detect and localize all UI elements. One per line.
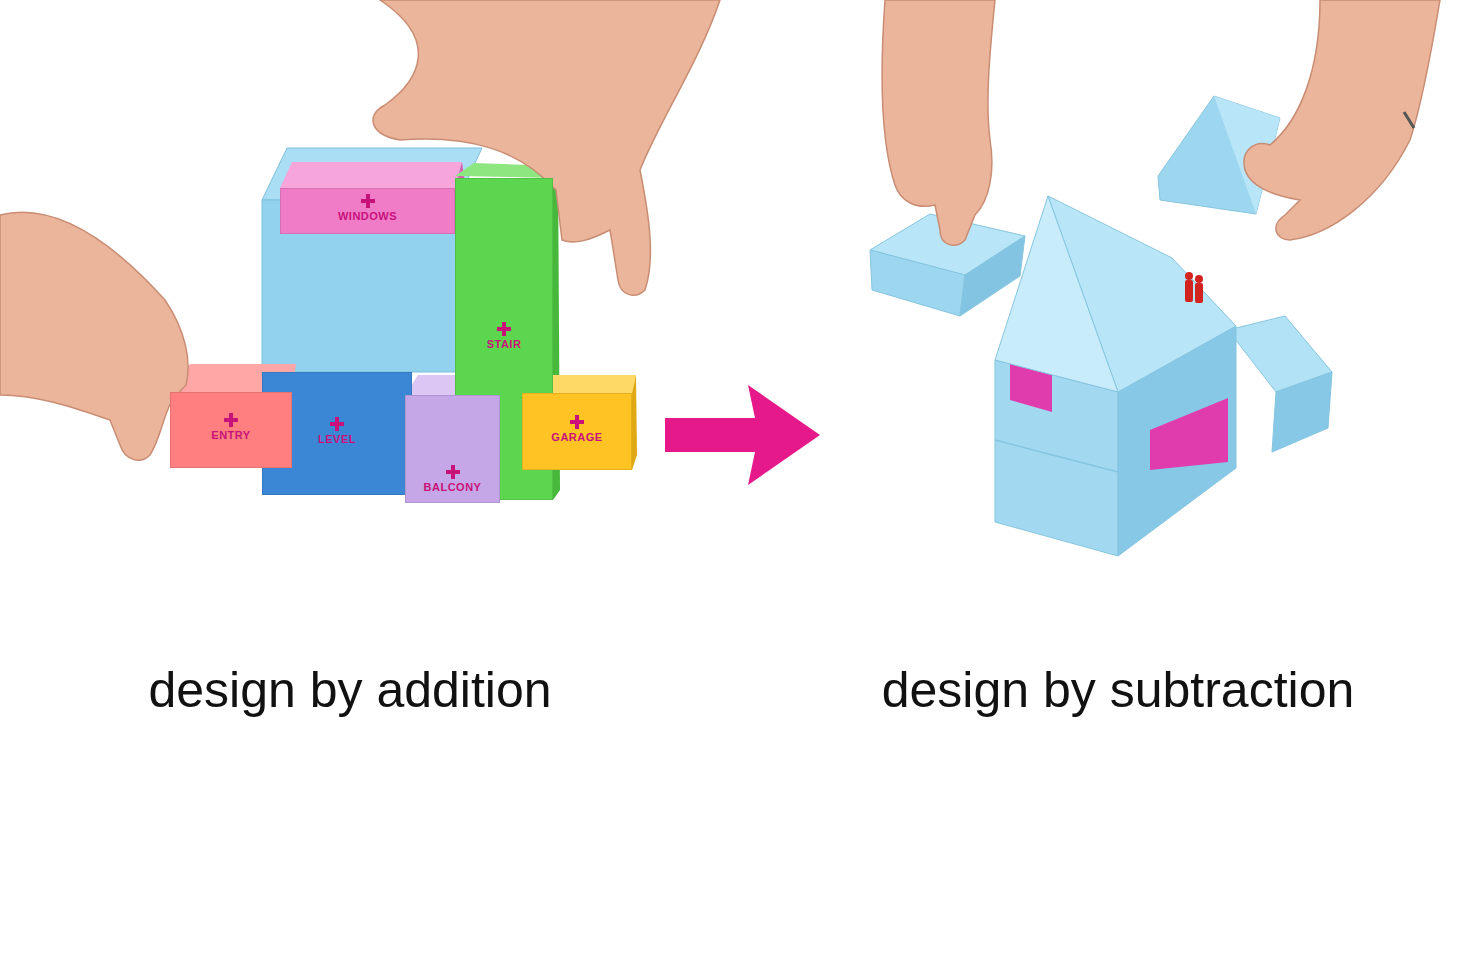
foam-block: WINDOWS: [280, 188, 455, 234]
plus-sign: [224, 413, 238, 427]
hand: [882, 0, 995, 245]
plus-sign: [570, 415, 584, 429]
lifted-block-front: [870, 250, 965, 316]
block-label: STAIR: [487, 338, 522, 351]
roof-gable: [995, 196, 1118, 392]
hand: [0, 212, 188, 460]
hand: [1244, 0, 1440, 240]
foam-block: BALCONY: [405, 395, 500, 503]
scale-figures: [1185, 272, 1203, 303]
block-label: BALCONY: [424, 481, 482, 494]
block-label: ENTRY: [211, 429, 250, 442]
lifted-block-side: [960, 236, 1025, 316]
foam-block: ENTRY: [170, 392, 292, 468]
subtraction-model: [870, 0, 1440, 556]
caption-text: design by addition: [30, 660, 670, 720]
garage-side: [632, 375, 637, 470]
transition-arrow: [665, 385, 820, 485]
plus-sign: [361, 194, 375, 208]
wedge-top: [280, 162, 462, 188]
bar-front: [1272, 372, 1332, 452]
layer-joint: [995, 440, 1118, 472]
house-left-face: [995, 360, 1118, 556]
plus-sign: [497, 322, 511, 336]
ring: [1404, 112, 1414, 128]
pink-void: [1150, 398, 1228, 470]
plus-sign: [330, 417, 344, 431]
foam-block: GARAGE: [522, 393, 632, 470]
block-label: GARAGE: [551, 431, 602, 444]
plus-sign: [446, 465, 460, 479]
addition-model: [0, 0, 720, 500]
block-label: LEVEL: [318, 433, 356, 446]
block-label: WINDOWS: [338, 210, 397, 223]
caption-text: design by subtraction: [798, 660, 1438, 720]
